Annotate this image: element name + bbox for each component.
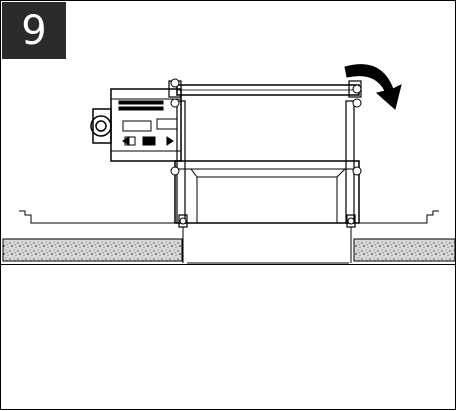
step-number-badge: 9 — [2, 2, 66, 59]
mounting-bars — [176, 100, 356, 228]
ceiling-slab-right — [353, 238, 456, 262]
top-rail — [168, 80, 362, 98]
section-divider — [1, 264, 456, 265]
ceiling-trim — [19, 210, 439, 264]
driver-box — [110, 88, 182, 162]
step-number: 9 — [21, 7, 47, 54]
fasteners — [170, 78, 362, 225]
ceiling-slab-left — [2, 238, 183, 262]
curved-arrow-clockwise-icon — [344, 64, 402, 110]
conduit-connector — [90, 108, 112, 144]
fixture-housing-lower — [174, 160, 360, 224]
